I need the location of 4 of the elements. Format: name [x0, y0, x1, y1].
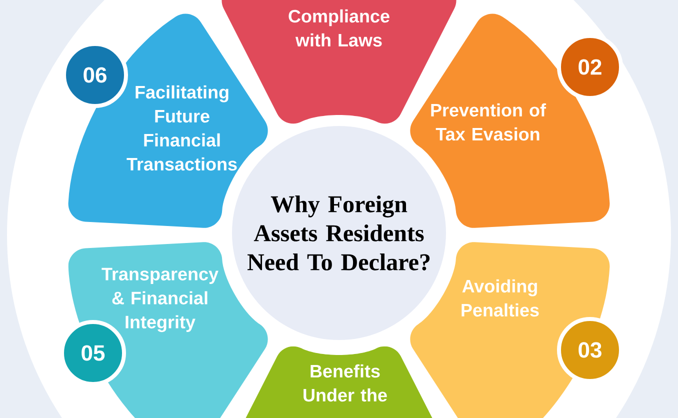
number-badge: 03	[557, 316, 623, 383]
number-badge: 05	[60, 320, 126, 386]
number-badge: 02	[557, 34, 623, 100]
number-badge: 06	[62, 42, 128, 108]
